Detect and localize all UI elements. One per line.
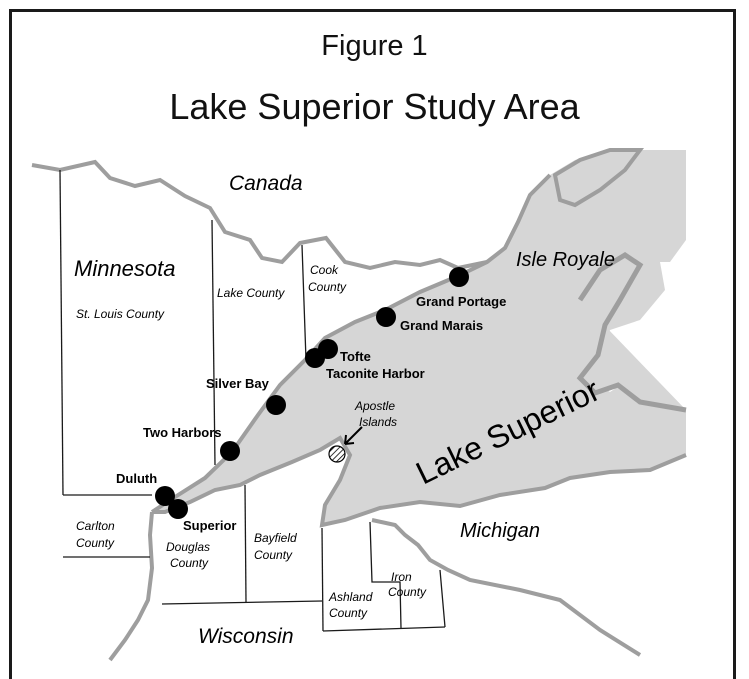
wi-bottom-line-a: [161, 600, 323, 605]
apostle-islands-marker[interactable]: [328, 445, 346, 463]
label-grand-portage: Grand Portage: [416, 294, 506, 309]
label-tofte: Tofte: [340, 349, 371, 364]
douglas-bayfield-line: [244, 484, 247, 603]
site-duluth-dot[interactable]: [155, 486, 175, 506]
south-shore-coast: [152, 435, 687, 528]
apostle-arrow: [344, 426, 363, 445]
label-carlton-2: County: [76, 536, 115, 550]
label-two-harbors: Two Harbors: [143, 425, 222, 440]
iron-east-line: [439, 569, 446, 628]
figure-frame: [9, 9, 736, 679]
label-st-louis-county: St. Louis County: [76, 307, 165, 321]
mn-wi-border: [108, 511, 155, 662]
site-silver-bay-dot[interactable]: [266, 395, 286, 415]
label-cook-1: Cook: [310, 263, 339, 277]
lake-superior-water: [152, 150, 686, 525]
label-taconite-harbor: Taconite Harbor: [326, 366, 425, 381]
label-isle-royale: Isle Royale: [516, 249, 615, 271]
lake-county-west-line: [211, 219, 216, 466]
ashland-bottom-line: [322, 626, 446, 632]
label-cook-2: County: [308, 280, 347, 294]
label-douglas-2: County: [170, 556, 209, 570]
label-michigan: Michigan: [460, 520, 540, 542]
michigan-shore: [576, 252, 687, 413]
label-wisconsin: Wisconsin: [198, 625, 294, 648]
label-grand-marais: Grand Marais: [400, 318, 483, 333]
isle-royale-shore: [552, 148, 644, 208]
label-silver-bay: Silver Bay: [206, 376, 270, 391]
iron-west-line: [369, 521, 402, 629]
label-apostle: Apostle: [354, 399, 395, 413]
label-bayfield-2: County: [254, 548, 293, 562]
label-minnesota: Minnesota: [74, 256, 176, 281]
county-lines: [59, 169, 446, 632]
figure-number: Figure 1: [321, 30, 428, 62]
label-ashland-2: County: [329, 606, 368, 620]
label-canada: Canada: [229, 172, 303, 195]
figure-title: Lake Superior Study Area: [169, 86, 580, 127]
cook-county-west-line: [301, 244, 307, 361]
label-iron-2: County: [388, 585, 427, 599]
site-superior-dot[interactable]: [168, 499, 188, 519]
canada-us-border: [31, 159, 488, 271]
north-shore-coast: [150, 173, 552, 514]
wi-mi-border: [371, 518, 642, 657]
label-duluth: Duluth: [116, 471, 157, 486]
site-grand-marais-dot[interactable]: [376, 307, 396, 327]
label-lake-county: Lake County: [217, 286, 285, 300]
label-ashland-1: Ashland: [328, 590, 373, 604]
label-superior: Superior: [183, 518, 236, 533]
study-sites: [155, 267, 469, 519]
label-douglas-1: Douglas: [166, 540, 210, 554]
site-two-harbors-dot[interactable]: [220, 441, 240, 461]
label-iron-1: Iron: [391, 570, 412, 584]
site-grand-portage-dot[interactable]: [449, 267, 469, 287]
label-carlton-1: Carlton: [76, 519, 115, 533]
site-taconite-harbor-dot[interactable]: [305, 348, 325, 368]
label-bayfield-1: Bayfield: [254, 531, 297, 545]
ashland-west-line: [321, 527, 324, 632]
st-louis-west-line: [59, 169, 64, 496]
label-islands: Islands: [359, 415, 397, 429]
